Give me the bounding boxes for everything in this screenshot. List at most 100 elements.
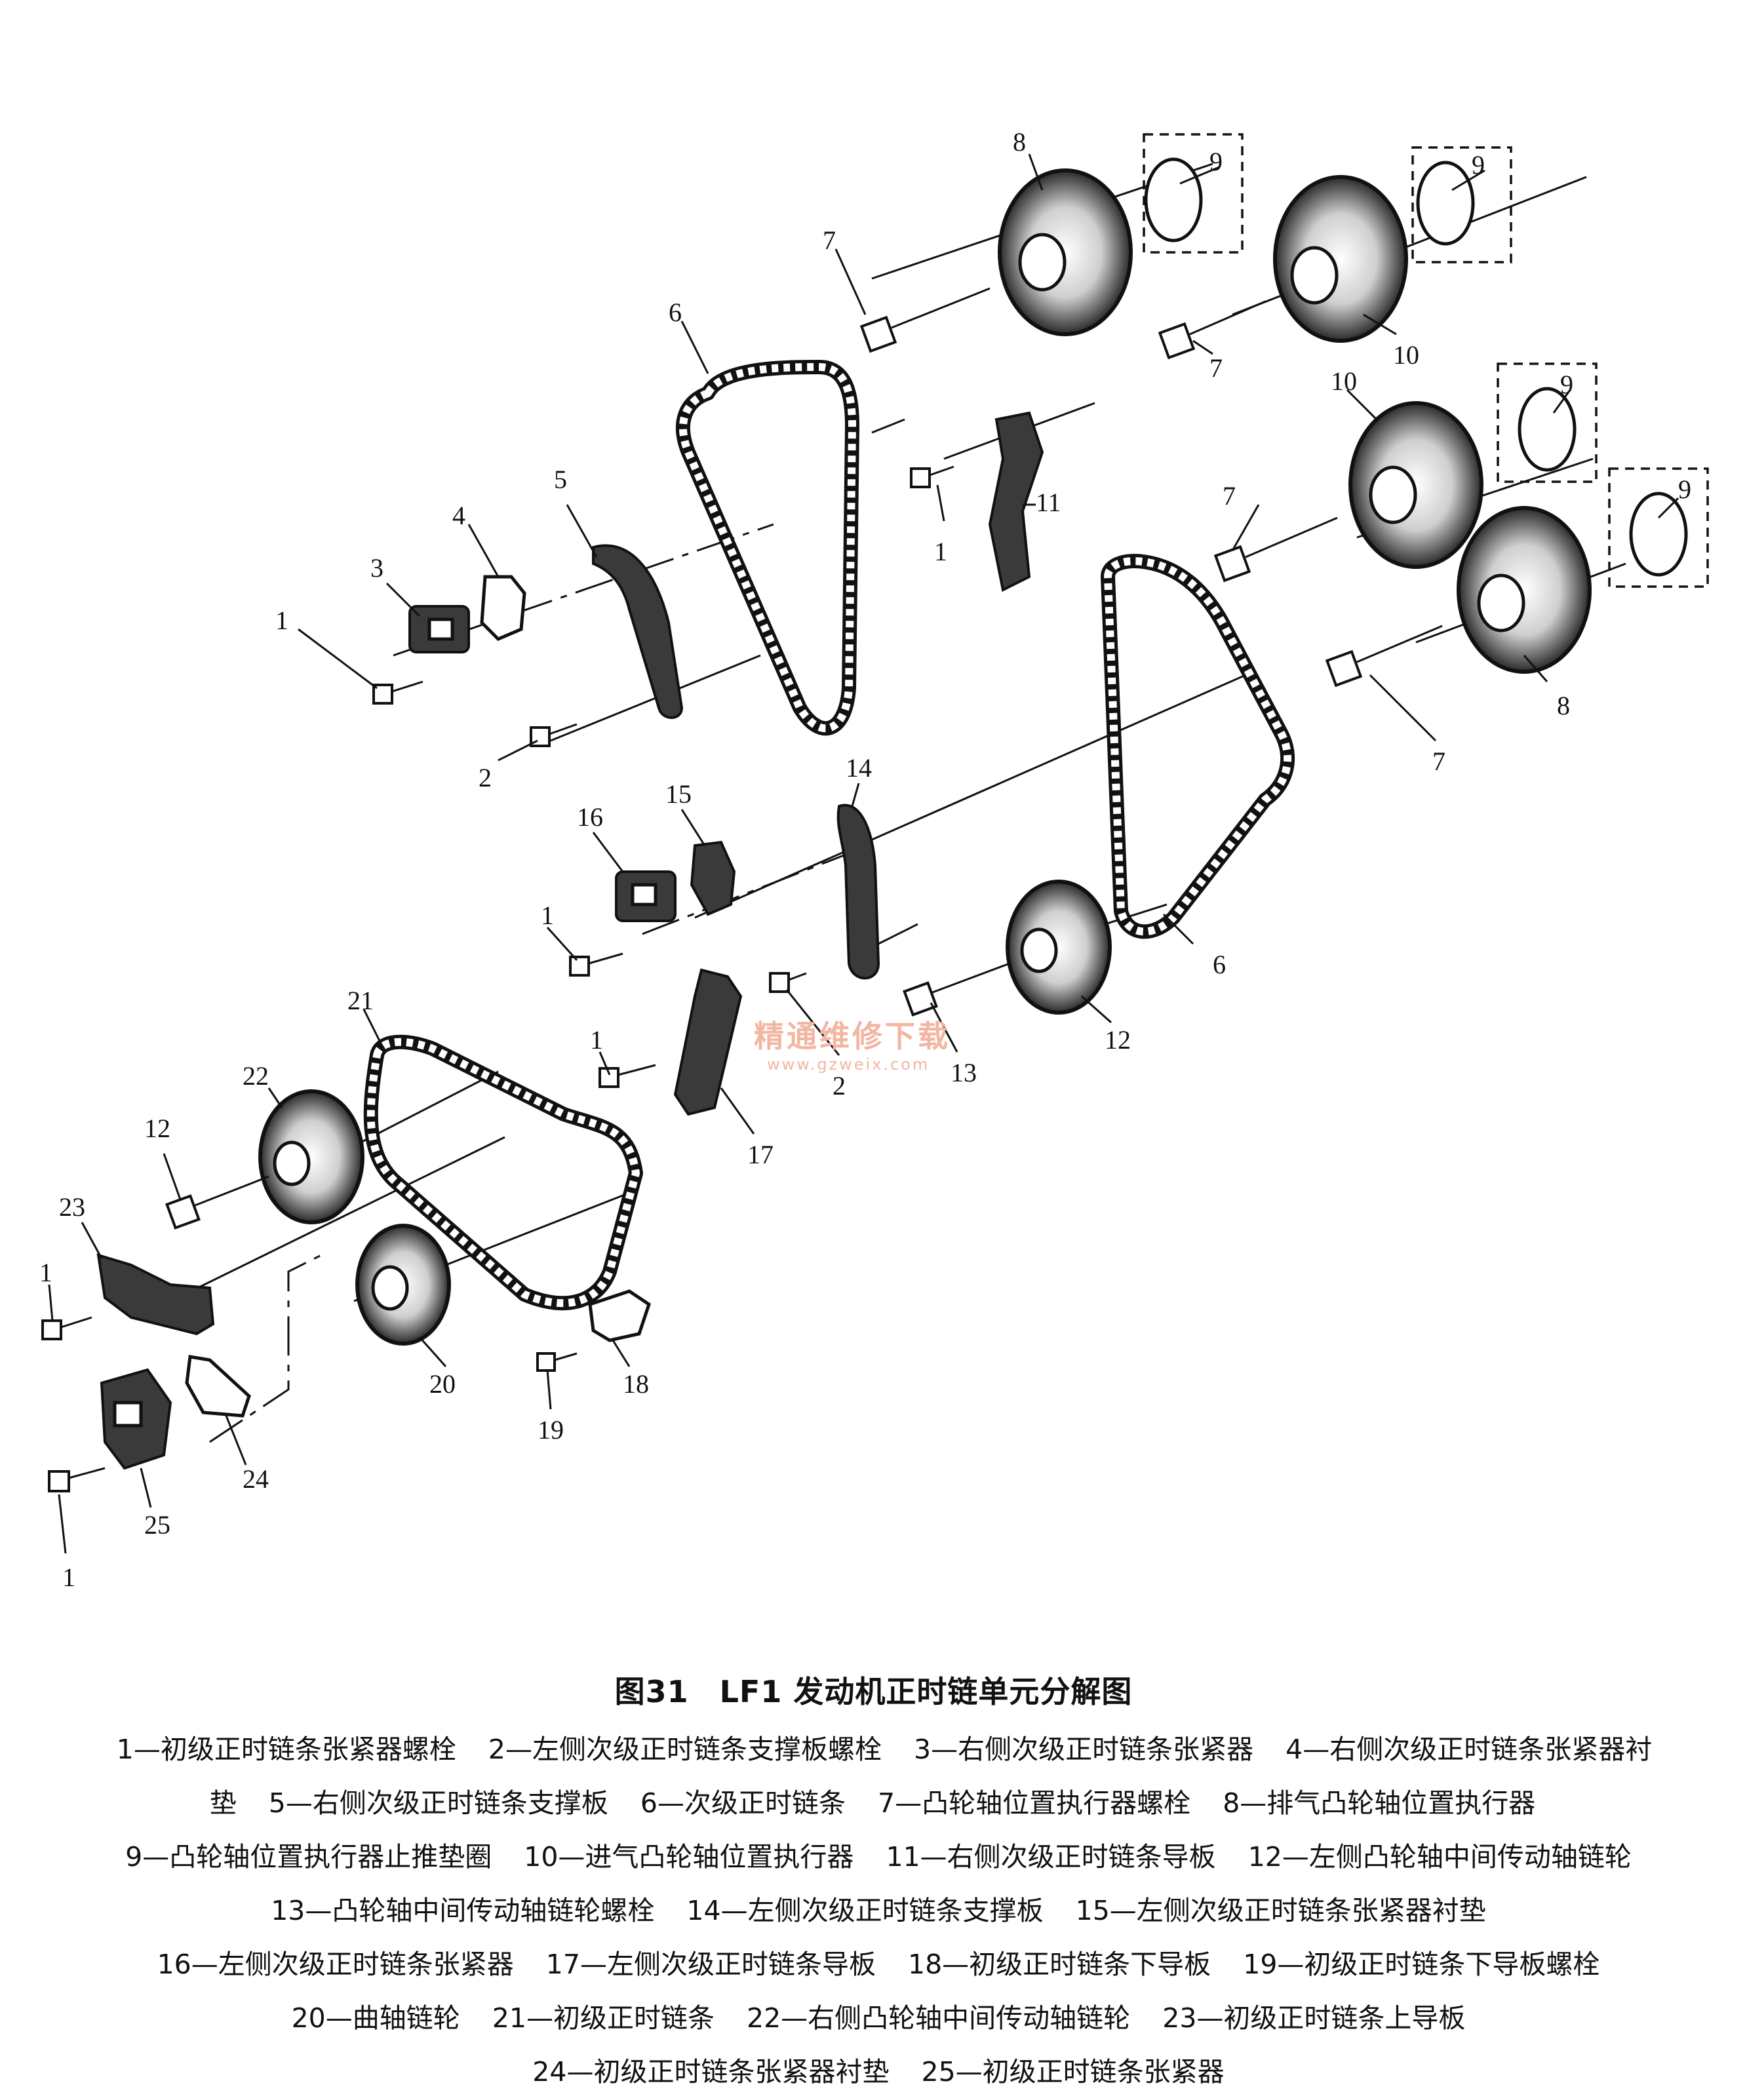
tensioner-bolt — [599, 1064, 656, 1088]
callout-label: 12 — [1105, 1025, 1131, 1055]
callout-label: 7 — [1209, 353, 1223, 383]
legend-entry: 15—左侧次级正时链条张紧器衬垫 — [1075, 1895, 1486, 1926]
primary-lower-guide — [588, 1289, 651, 1342]
legend-entry: 8—排气凸轮轴位置执行器 — [1223, 1787, 1536, 1819]
cam-phaser-bolt — [1325, 625, 1443, 688]
sprocket-hub — [371, 1265, 409, 1311]
thrust-washer — [1518, 387, 1577, 472]
legend-entry: 6—次级正时链条 — [640, 1787, 846, 1819]
callout-label: 18 — [623, 1369, 649, 1399]
callout-label: 6 — [1213, 950, 1226, 979]
right-secondary-guide — [988, 411, 1044, 592]
legend-entry: 11—右侧次级正时链条导板 — [886, 1841, 1216, 1873]
figure-caption-title: 图31 LF1 发动机正时链单元分解图 — [614, 1674, 1133, 1709]
support-plate-bolt — [530, 723, 578, 747]
intake-cam-phaser — [1348, 401, 1483, 569]
chains — [363, 360, 1295, 1311]
cam-phaser-bolt — [1213, 516, 1338, 583]
callout-label: 8 — [1013, 127, 1026, 157]
legend-entry: 3—右侧次级正时链条张紧器 — [914, 1734, 1254, 1765]
right-secondary-support-plate — [592, 544, 684, 719]
legend-entry: 16—左侧次级正时链条张紧器 — [157, 1949, 514, 1980]
tensioner-bolt — [569, 952, 623, 977]
legend-entry: 4—右侧次级正时链条张紧器衬垫 — [209, 1734, 1653, 1819]
sprocket-hub — [1020, 927, 1058, 973]
phaser-hub — [1018, 233, 1067, 292]
legend-entry: 14—左侧次级正时链条支撑板 — [686, 1895, 1044, 1926]
watermark: 精通维修下载 — [754, 1019, 951, 1054]
primary-tensioner-gasket — [185, 1355, 251, 1418]
tensioner-bolt — [372, 680, 423, 705]
callout-labels: 8 9 9 7 7 10 6 10 9 9 7 11 1 5 4 3 1 2 8… — [39, 127, 1691, 1592]
legend-entry: 5—右侧次级正时链条支撑板 — [268, 1787, 608, 1819]
callout-label: 1 — [590, 1025, 603, 1055]
callout-label: 16 — [577, 802, 603, 832]
left-intermediate-sprocket — [1006, 880, 1112, 1015]
callout-label: 13 — [951, 1058, 977, 1087]
right-secondary-tensioner — [408, 605, 470, 653]
tensioner-bolt — [41, 1316, 92, 1340]
callout-label: 5 — [554, 465, 567, 494]
phaser-hub — [1477, 574, 1525, 632]
callout-label: 1 — [62, 1563, 75, 1592]
callout-label: 9 — [1678, 475, 1691, 504]
legend-entry: 12—左侧凸轮轴中间传动轴链轮 — [1247, 1841, 1632, 1873]
right-intermediate-sprocket — [258, 1089, 364, 1224]
left-secondary-guide — [673, 968, 743, 1116]
exhaust-cam-phaser — [998, 168, 1133, 336]
figure-legend: 1—初级正时链条张紧器螺栓 2—左侧次级正时链条支撑板螺栓 3—右侧次级正时链条… — [92, 1722, 1665, 2099]
phaser-hub — [1290, 246, 1339, 305]
legend-entry: 20—曲轴链轮 — [291, 2002, 460, 2034]
exhaust-cam-phaser — [1457, 506, 1592, 674]
callout-label: 25 — [144, 1510, 170, 1540]
legend-entry: 17—左侧次级正时链条导板 — [545, 1949, 876, 1980]
left-secondary-tensioner — [615, 870, 677, 922]
sprockets — [258, 168, 1592, 1346]
callout-label: 2 — [479, 763, 492, 792]
thrust-washer — [1144, 157, 1203, 243]
callout-label: 9 — [1209, 147, 1223, 176]
legend-entry: 22—右侧凸轮轴中间传动轴链轮 — [747, 2002, 1131, 2034]
callout-label: 1 — [934, 537, 947, 566]
callout-label: 12 — [144, 1114, 170, 1143]
callout-label: 4 — [452, 501, 465, 530]
callout-label: 15 — [665, 779, 692, 809]
legend-entry: 21—初级正时链条 — [492, 2002, 715, 2034]
primary-chain-links — [366, 1038, 640, 1308]
right-secondary-tensioner-gasket — [480, 575, 526, 641]
legend-entry: 18—初级正时链条下导板 — [908, 1949, 1211, 1980]
left-secondary-support-plate — [836, 804, 880, 980]
exploded-diagram: 8 9 9 7 7 10 6 10 9 9 7 11 1 5 4 3 1 2 8… — [39, 127, 1709, 1592]
legend-entry: 9—凸轮轴位置执行器止推垫圈 — [125, 1841, 492, 1873]
callout-label: 17 — [747, 1140, 774, 1169]
secondary-timing-chain-lower — [1101, 554, 1295, 939]
callout-label: 8 — [1557, 691, 1570, 720]
callout-label: 22 — [243, 1061, 269, 1091]
legend-entry: 24—初级正时链条张紧器衬垫 — [532, 2056, 890, 2088]
callout-label: 14 — [846, 753, 872, 783]
guides-tensioners — [96, 411, 1044, 1470]
primary-tensioner — [100, 1368, 172, 1470]
watermark-url: www.gzweix.com — [767, 1055, 930, 1074]
cam-phaser-bolt — [1158, 300, 1266, 360]
tensioner-bolt — [910, 465, 954, 488]
intermediate-sprocket-bolt — [165, 1175, 269, 1230]
legend-entry: 2—左侧次级正时链条支撑板螺栓 — [488, 1734, 882, 1765]
legend-entry: 10—进气凸轮轴位置执行器 — [524, 1841, 854, 1873]
callout-label: 21 — [347, 986, 374, 1015]
callout-label: 1 — [541, 901, 554, 930]
tensioner-bolt — [48, 1467, 106, 1492]
bolts — [41, 287, 1443, 1492]
legend-entry: 1—初级正时链条张紧器螺栓 — [116, 1734, 456, 1765]
callout-label: 7 — [1223, 481, 1236, 511]
callout-label: 24 — [243, 1464, 269, 1494]
thrust-washer — [1629, 492, 1688, 577]
callout-label: 3 — [370, 553, 383, 583]
callout-label: 1 — [275, 606, 288, 635]
callout-label: 2 — [833, 1071, 846, 1100]
legend-entry: 25—初级正时链条张紧器 — [921, 2056, 1225, 2088]
callout-label: 1 — [39, 1258, 52, 1287]
callout-label: 9 — [1472, 150, 1485, 180]
legend-entry: 13—凸轮轴中间传动轴链轮螺栓 — [271, 1895, 655, 1926]
callout-label: 7 — [823, 225, 836, 255]
